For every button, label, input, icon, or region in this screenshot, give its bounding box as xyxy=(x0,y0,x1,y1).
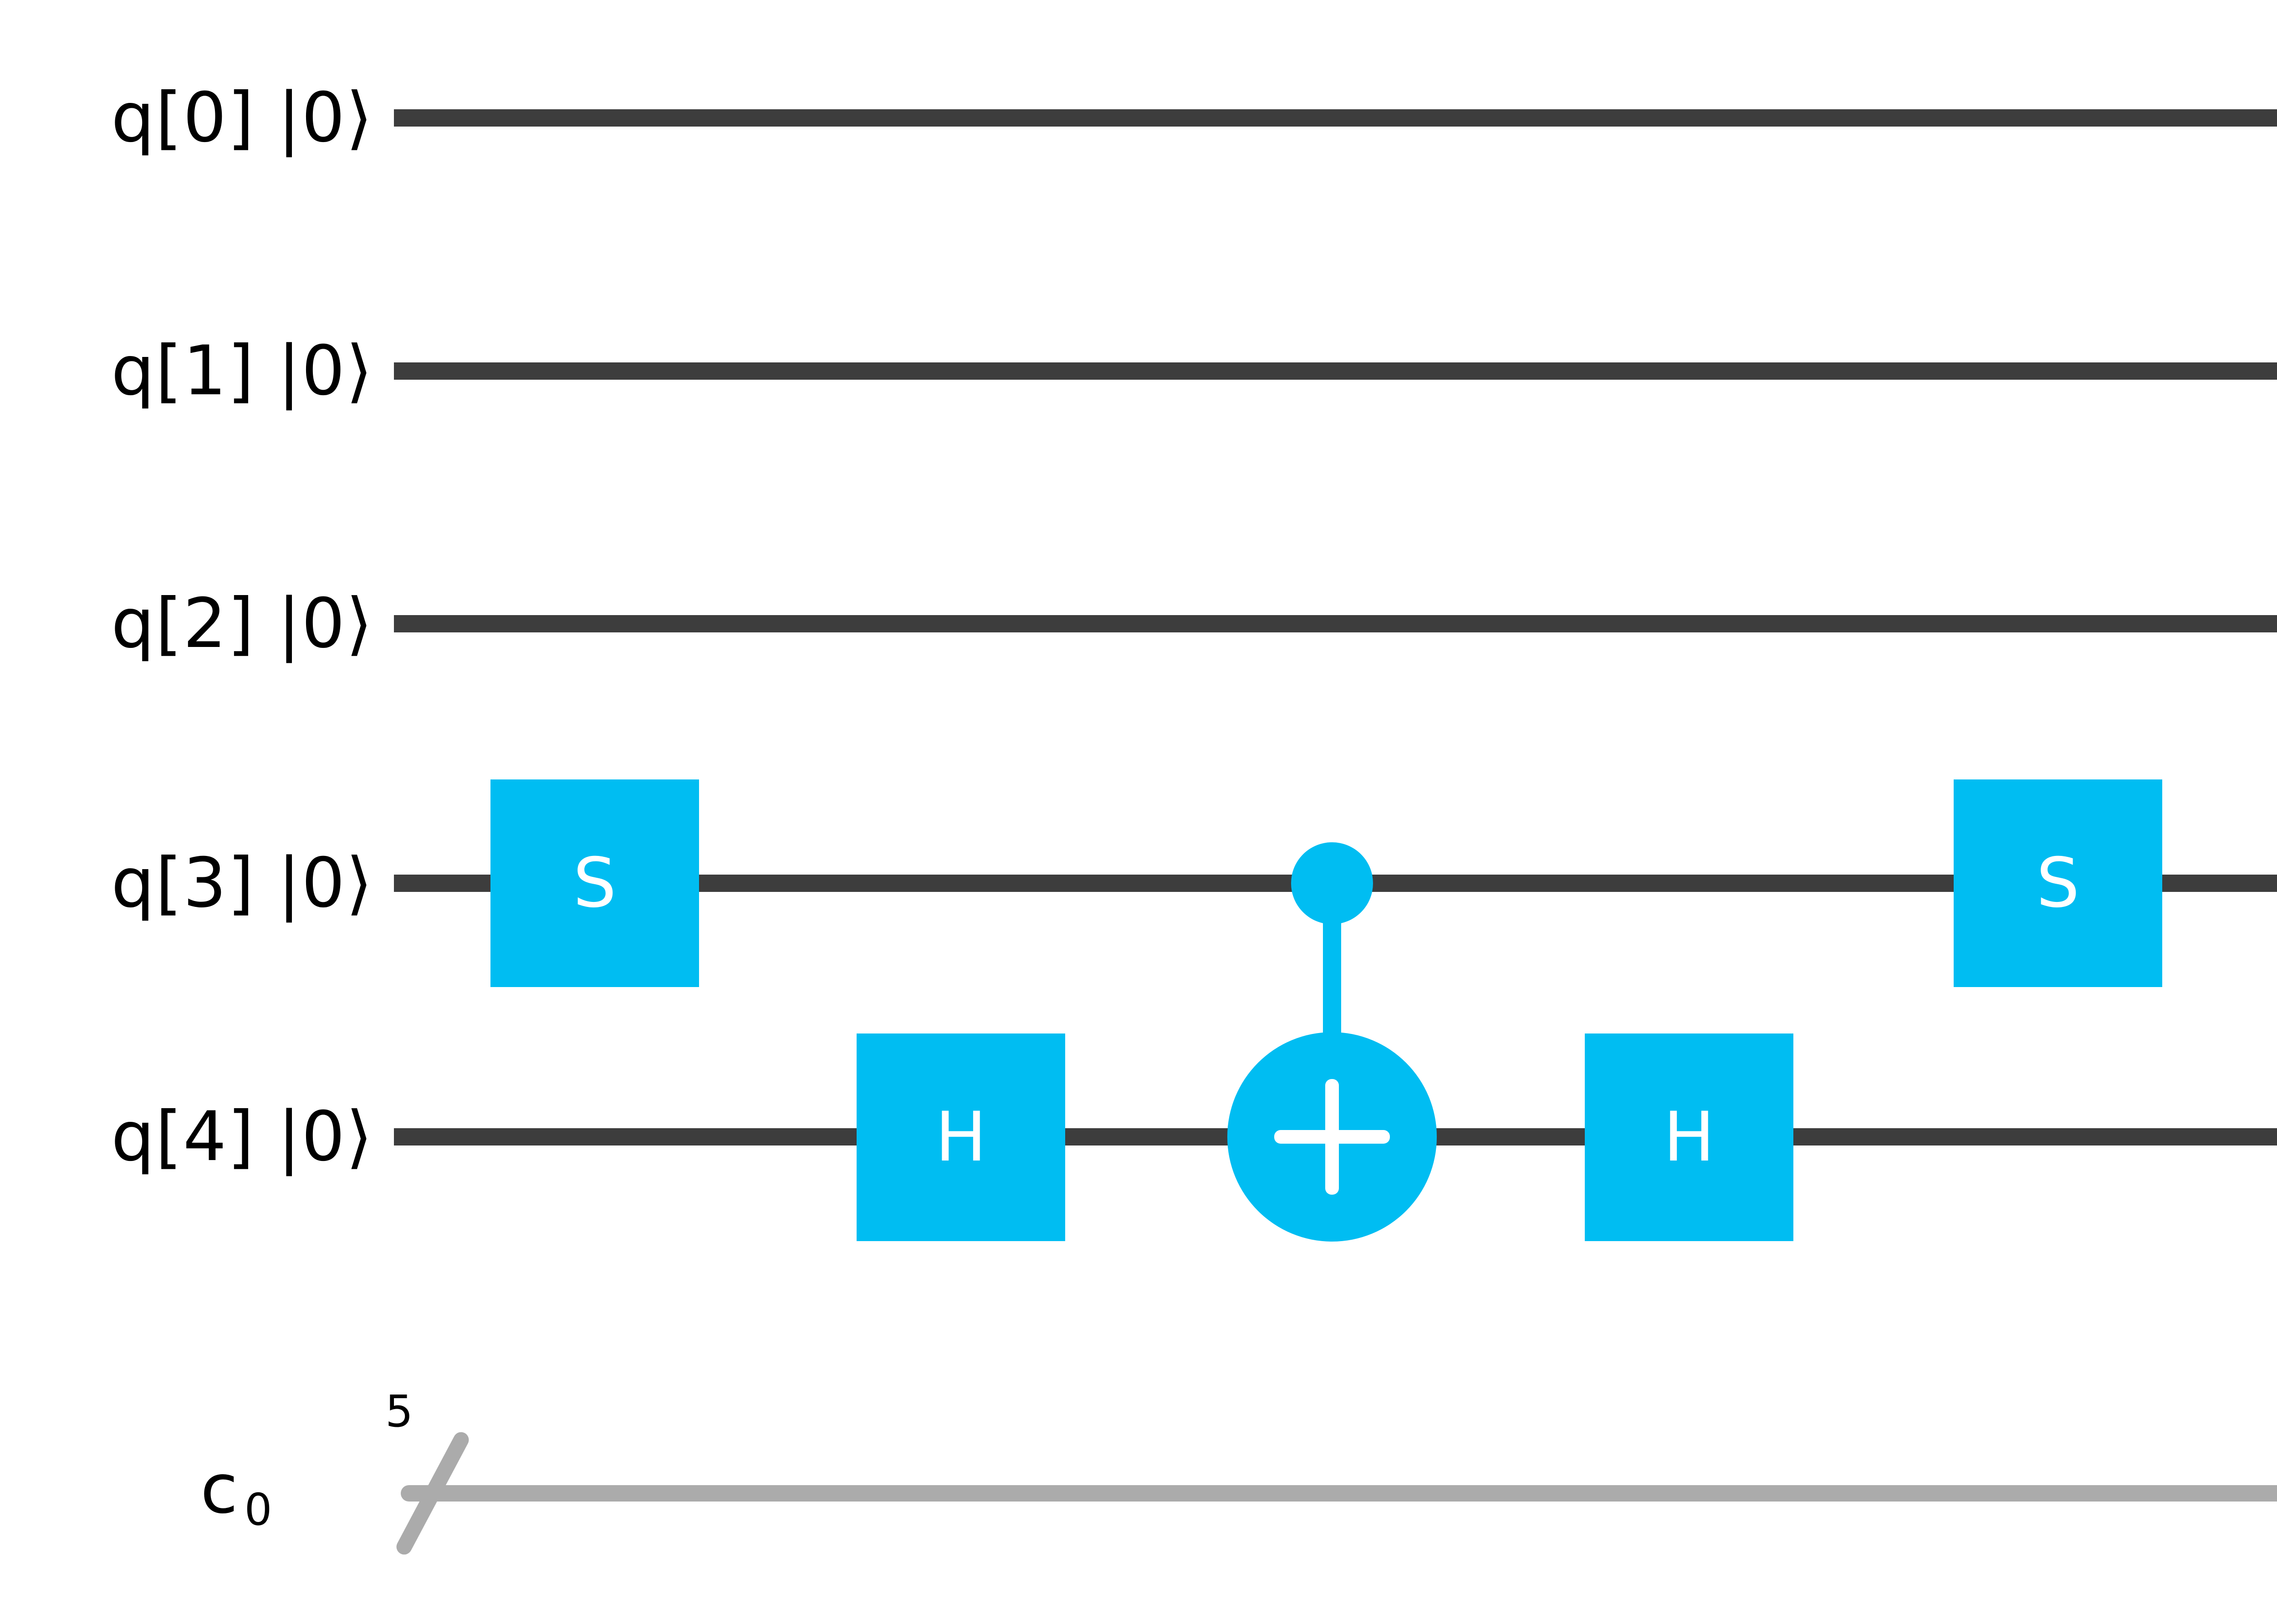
qubit-label-q1: q[1] |0⟩ xyxy=(0,337,373,405)
qubit-state-q0: |0⟩ xyxy=(277,78,373,158)
qubit-label-q3: q[3] |0⟩ xyxy=(0,849,373,917)
qubit-state-q2: |0⟩ xyxy=(277,584,373,663)
classical-register-name: c xyxy=(200,1450,238,1529)
gate-h-q4-second[interactable]: H xyxy=(1585,1033,1793,1241)
gate-s-q3-first[interactable]: S xyxy=(490,779,699,987)
qubit-wire-q0 xyxy=(394,109,2277,127)
gate-label-h-2: H xyxy=(1663,1098,1715,1177)
classical-register-width-label: 5 xyxy=(385,1386,414,1437)
gate-label-s-2: S xyxy=(2036,844,2080,923)
qubit-label-q4: q[4] |0⟩ xyxy=(0,1103,373,1171)
qubit-name-q4: q[4] xyxy=(111,1097,255,1176)
cnot-control-dot[interactable] xyxy=(1291,842,1373,924)
qubit-label-q0: q[0] |0⟩ xyxy=(0,84,373,152)
qubit-state-q3: |0⟩ xyxy=(277,844,373,923)
cnot-plus-icon-vertical xyxy=(1325,1079,1339,1195)
qubit-label-q2: q[2] |0⟩ xyxy=(0,590,373,658)
qubit-wire-q1 xyxy=(394,362,2277,380)
qubit-state-q1: |0⟩ xyxy=(277,331,373,411)
classical-register-subscript: 0 xyxy=(244,1484,272,1535)
classical-wire xyxy=(401,1485,2277,1502)
qubit-state-q4: |0⟩ xyxy=(277,1097,373,1176)
qubit-name-q1: q[1] xyxy=(111,331,255,411)
gate-label-h: H xyxy=(935,1098,987,1177)
qubit-name-q3: q[3] xyxy=(111,844,255,923)
gate-s-q3-second[interactable]: S xyxy=(1954,779,2162,987)
qubit-wire-q2 xyxy=(394,615,2277,632)
cnot-target-circle[interactable] xyxy=(1227,1032,1437,1242)
qubit-name-q0: q[0] xyxy=(111,78,255,158)
gate-h-q4-first[interactable]: H xyxy=(857,1033,1065,1241)
qubit-name-q2: q[2] xyxy=(111,584,255,663)
gate-label-s: S xyxy=(573,844,617,923)
